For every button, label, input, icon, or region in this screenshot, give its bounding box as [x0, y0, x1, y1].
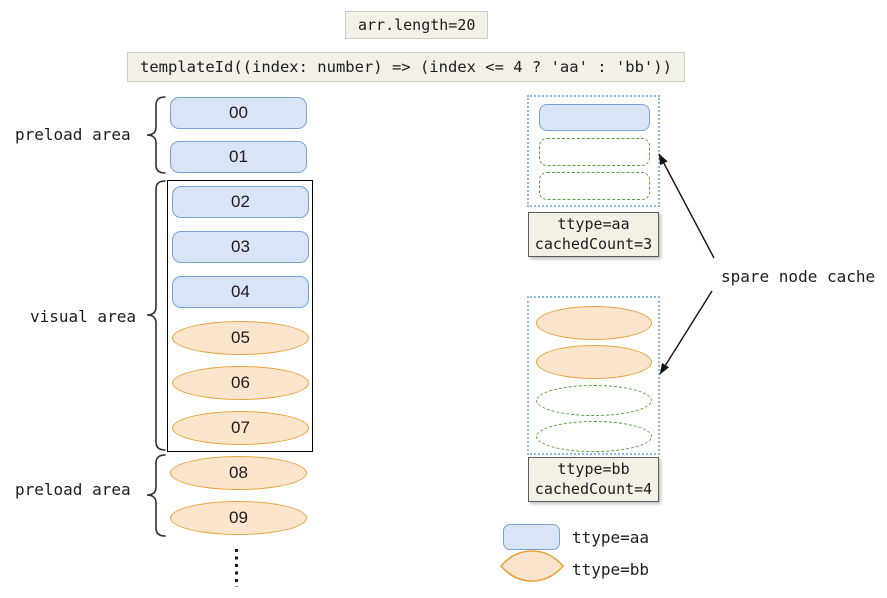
empty-cache-slot — [536, 421, 652, 452]
brace-visual-area — [146, 180, 166, 451]
cache-bb-label-box: ttype=bb cachedCount=4 — [528, 457, 659, 502]
cache-bb-count: cachedCount=4 — [534, 480, 653, 498]
visual-area-rect — [167, 180, 313, 452]
list-item: 08 — [170, 456, 307, 490]
cache-aa-count: cachedCount=3 — [534, 235, 653, 253]
cache-bb-ttype: ttype=bb — [557, 460, 630, 478]
list-item: 04 — [172, 276, 309, 308]
visual-area-label: visual area — [30, 307, 136, 326]
arrow-to-cache-aa — [658, 153, 715, 259]
spare-cache-box-aa — [527, 95, 660, 207]
list-item: 06 — [172, 366, 309, 400]
cache-aa-ttype: ttype=aa — [557, 215, 630, 233]
empty-cache-slot — [536, 385, 652, 416]
legend-aa-swatch — [503, 524, 560, 550]
list-item: 00 — [170, 97, 307, 129]
empty-cache-slot — [539, 172, 650, 200]
list-item: 02 — [172, 186, 309, 218]
list-item: 05 — [172, 321, 309, 355]
preload-area-bottom-label: preload area — [15, 480, 131, 499]
spare-cache-box-bb — [527, 296, 660, 455]
arrow-to-cache-bb — [659, 290, 713, 375]
legend-bb-label: ttype=bb — [572, 560, 650, 579]
empty-cache-slot — [539, 138, 650, 166]
brace-preload-bottom — [146, 454, 166, 537]
cached-node-bb — [536, 345, 652, 379]
brace-preload-top — [146, 96, 166, 174]
cached-node-bb — [536, 306, 652, 340]
cache-aa-label-box: ttype=aa cachedCount=3 — [528, 212, 659, 257]
preload-area-top-label: preload area — [15, 125, 131, 144]
spare-node-cache-label: spare node cache — [721, 267, 876, 286]
cached-node-aa — [539, 104, 650, 131]
list-item: 09 — [170, 501, 307, 535]
template-id-box: templateId((index: number) => (index <= … — [127, 52, 685, 82]
arr-length-box: arr.length=20 — [345, 11, 489, 39]
legend-aa-label: ttype=aa — [572, 528, 650, 547]
list-item: 07 — [172, 411, 309, 445]
list-continuation-dots — [235, 549, 238, 587]
list-item: 01 — [170, 141, 307, 173]
legend-bb-swatch — [499, 550, 565, 582]
list-item: 03 — [172, 231, 309, 263]
